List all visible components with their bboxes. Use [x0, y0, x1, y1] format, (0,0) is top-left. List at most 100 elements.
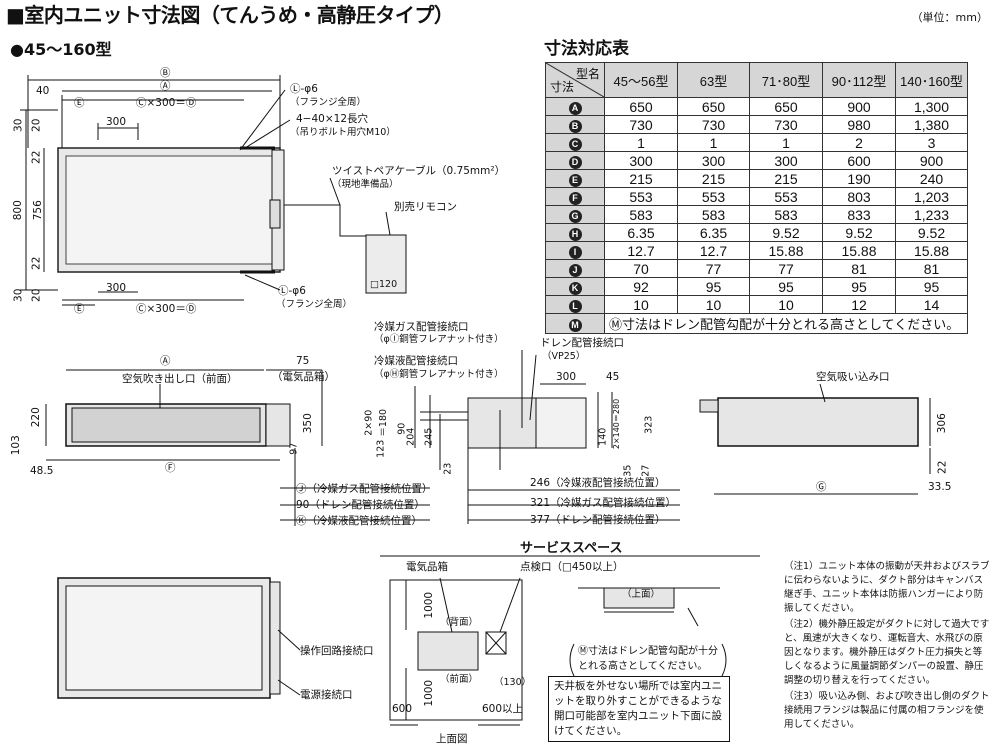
table-cell: 95 [822, 277, 896, 296]
row-key-badge: A [568, 102, 582, 115]
inlet-label: 空気吸い込み口 [816, 371, 890, 383]
box-label: （電気品箱） [272, 371, 335, 383]
table-header-corner: 型名 寸法 [545, 62, 605, 98]
dim-140: 140 [597, 427, 609, 446]
table-cell: 553 [677, 187, 750, 206]
svc-m-note: Ⓜ寸法はドレン配管勾配が十分とれる高さとしてください。 [578, 646, 718, 672]
row-key: H [545, 223, 605, 242]
service-title: サービススペース [520, 541, 623, 556]
gas-port-label: 冷媒ガス配管接続口 [374, 321, 469, 333]
table-cell: 730 [604, 115, 678, 134]
row-key: A [545, 97, 605, 116]
table-cell: 9.52 [749, 223, 823, 242]
liquid-pos-label: Ⓚ（冷媒液配管接続位置） [296, 515, 422, 527]
drain-vp: （VP25） [542, 351, 586, 362]
row-key-badge: B [568, 120, 582, 133]
flange-top: （フランジ全周） [290, 97, 367, 108]
control-port-label: 操作回路接続口 [300, 645, 374, 657]
table-cell: 583 [677, 205, 750, 224]
col-header: 45～56型 [604, 62, 678, 98]
table-cell: 15.88 [895, 241, 968, 260]
table-cell: 1,233 [895, 205, 968, 224]
row-key: B [545, 115, 605, 134]
cable-note: （現地準備品） [332, 179, 399, 190]
dim-300-bot: 300 [106, 282, 127, 294]
dim-300-side: 300 [556, 371, 577, 383]
liquid-port-note: （φⒽ銅管フレアナット付き） [374, 369, 504, 380]
table-cell: 650 [677, 97, 750, 116]
dim-20-top: 20 [30, 118, 43, 132]
dim-g: Ⓖ [816, 481, 827, 493]
sheet-title: ■室内ユニット寸法図（てんうめ・高静圧タイプ） [6, 3, 454, 27]
dim-a-front: Ⓐ [160, 355, 171, 367]
header-type: 型名 [575, 67, 600, 81]
svc-600a: 600 [392, 703, 413, 715]
dim-300-top: 300 [106, 116, 127, 128]
gas-port-note: （φⒾ銅管フレアナット付き） [374, 334, 504, 345]
side-drain-pos: 377（ドレン配管接続位置） [530, 514, 666, 526]
row-key-badge: L [568, 300, 582, 313]
svc-1000b: 1000 [423, 679, 436, 707]
header-dim: 寸法 [550, 80, 575, 94]
table-note-cell: Ⓜ寸法はドレン配管勾配が十分とれる高さとしてください。 [604, 313, 968, 334]
svc-back: （背面） [440, 617, 479, 628]
dim-30-bot: 30 [12, 288, 25, 302]
dim-350: 350 [301, 413, 314, 434]
row-key: L [545, 295, 605, 314]
col-header: 90･112型 [822, 62, 896, 98]
table-title: 寸法対応表 [544, 39, 629, 59]
dim-eq180: ＝180 [378, 408, 390, 437]
table-cell: 15.88 [822, 241, 896, 260]
remote-label: 別売リモコン [394, 201, 457, 213]
l-phi6-top: Ⓛ-φ6 [290, 83, 318, 95]
power-port-label: 電源接続口 [300, 689, 353, 701]
dim-22-bot: 22 [30, 256, 43, 270]
dim-756: 756 [31, 200, 44, 221]
svc-ceiling: （上面） [622, 589, 661, 600]
dim-204: 204 [405, 427, 417, 446]
dim-75: 75 [296, 355, 310, 367]
row-key-badge: J [568, 264, 582, 277]
dim-a-top: Ⓐ [160, 80, 171, 92]
row-key: F [545, 187, 605, 206]
table-cell: 3 [895, 133, 968, 152]
dim-45-side: 45 [606, 371, 620, 383]
row-key-badge: I [568, 246, 582, 259]
svc-top-label: 上面図 [436, 733, 468, 745]
table-cell: 95 [895, 277, 968, 296]
dim-103: 103 [9, 435, 22, 456]
side-liquid-pos: 246（冷媒液配管接続位置） [530, 477, 666, 489]
table-cell: 9.52 [822, 223, 896, 242]
dim-b-top: Ⓑ [160, 67, 171, 79]
svc-inspect-label: 点検口（□450以上） [520, 561, 624, 573]
row-key-badge: F [568, 192, 582, 205]
dim-2x140: 2×140＝280 [612, 398, 622, 450]
dim-e-bot: Ⓔ [74, 303, 85, 315]
svc-1000a: 1000 [423, 591, 436, 619]
note-item: （注2）機外静圧設定がダクトに対して過大ですと、風速が大きくなり、運転音大、水飛… [784, 619, 990, 686]
row-key-badge: K [568, 282, 582, 295]
row-key-badge: H [568, 228, 582, 241]
table-cell: 81 [895, 259, 968, 278]
row-key-badge: E [568, 174, 582, 187]
row-key-badge: G [568, 210, 582, 223]
row-key-badge: D [568, 156, 582, 169]
dim-22-top: 22 [30, 150, 43, 164]
l-phi6-bot: Ⓛ-φ6 [278, 285, 306, 297]
dim-245: 245 [423, 427, 435, 446]
dim-40: 40 [36, 85, 50, 97]
dim-e-top: Ⓔ [74, 97, 85, 109]
dim-20-bot: 20 [30, 288, 43, 302]
dim-23: 23 [442, 462, 454, 475]
side-gas-pos: 321（冷媒ガス配管接続位置） [530, 497, 677, 509]
note-item: （注1）ユニット本体の振動が天井およびスラブに伝わらないように、ダクト部分はキャ… [784, 561, 990, 614]
